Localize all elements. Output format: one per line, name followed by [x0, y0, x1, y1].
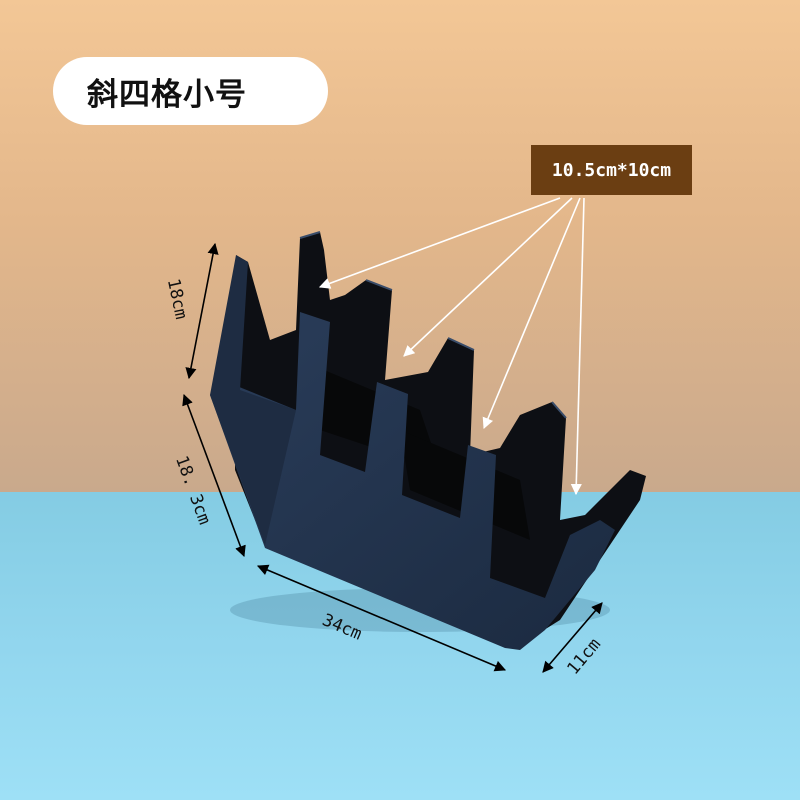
dimension-arrow-front-height [182, 393, 246, 558]
callout-arrow [482, 197, 581, 430]
callout-size-label: 10.5cm*10cm [531, 145, 692, 195]
callout-arrow [318, 197, 561, 289]
product-title: 斜四格小号 [87, 76, 247, 113]
dimension-label-front-height: 18. 3cm [171, 453, 214, 527]
callout-arrow [403, 197, 573, 357]
callout-arrow [570, 197, 585, 496]
title-badge: 斜四格小号 [53, 57, 328, 125]
side-panel [210, 255, 296, 545]
dimension-label-back-height: 18cm [163, 277, 191, 321]
dimension-arrow-depth [542, 602, 603, 673]
dimension-arrow-length [256, 564, 507, 672]
prong-highlight [299, 231, 567, 419]
dimension-arrow-back-height [185, 242, 219, 380]
callout-arrows [318, 197, 585, 496]
